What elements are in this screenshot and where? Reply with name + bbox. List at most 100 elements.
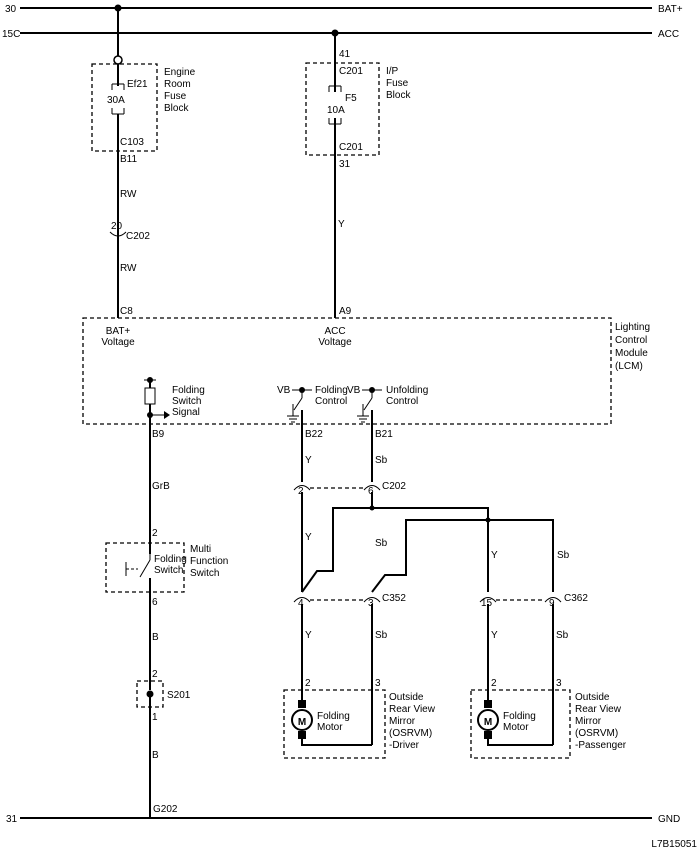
driver-mirror-label-3: Mirror — [389, 716, 416, 727]
driver-mirror-label-2: Rear View — [389, 704, 436, 715]
mirror-passenger: 2 3 M Folding Motor Outside Rear View Mi… — [470, 678, 627, 759]
figure-code: L7B15051 — [651, 839, 697, 850]
driver-motor-label-1: Folding — [317, 711, 350, 722]
lcm-vb-1: VB — [277, 385, 291, 396]
rail-acc-left-label: 15C — [2, 29, 20, 40]
lcm-pin-b22: B22 — [305, 429, 323, 440]
driver-mirror-label-5: -Driver — [389, 740, 420, 751]
connector-c202: Y Sb 2 6 C202 Y Sb — [293, 455, 406, 592]
lcm-acc-label-2: Voltage — [318, 337, 352, 348]
driver-mirror-label-1: Outside — [389, 692, 424, 703]
driver-mirror-box — [283, 689, 386, 759]
lcm-pin-a9: A9 — [339, 306, 352, 317]
fuse-ef21-name: Ef21 — [127, 79, 148, 90]
fuse-symbol-bottom — [111, 108, 125, 115]
wire-color-b-1: B — [152, 632, 159, 643]
rail-acc-right-label: ACC — [658, 29, 679, 40]
mirror-driver: 2 3 M Folding Motor Outside Rear View Mi… — [283, 678, 436, 759]
multi-function-switch-path: GrB 2 Folding Switch Multi Function Swit… — [105, 470, 228, 818]
fuse-f5-pin-in: 41 — [339, 49, 351, 60]
motor-icon — [291, 709, 313, 731]
c362-wire-sb-lower: Sb — [556, 630, 569, 641]
c362-wire-y-upper: Y — [491, 550, 498, 561]
bat-branch: Ef21 30A C103 B11 Engine Room Fuse Block… — [91, 4, 196, 318]
switch-pin-2: 2 — [152, 528, 158, 539]
lcm-folding-control-2: Control — [315, 396, 347, 407]
ip-fuse-block — [305, 62, 380, 156]
driver-motor-letter: M — [298, 717, 306, 728]
signal-arrow-icon — [164, 411, 170, 419]
driver-mirror-label-4: (OSRVM) — [389, 728, 432, 739]
lcm-pin-c8: C8 — [120, 306, 133, 317]
passenger-mirror-label-2: Rear View — [575, 704, 622, 715]
multi-function-switch-label-1: Multi — [190, 544, 211, 555]
passenger-mirror-label-3: Mirror — [575, 716, 602, 727]
lcm-box — [82, 317, 612, 425]
multi-function-switch-box — [105, 542, 185, 593]
passenger-mirror-label-5: -Passenger — [575, 740, 627, 751]
c362-conn-label: C362 — [564, 593, 588, 604]
engine-room-fuse-block-label-4: Block — [164, 103, 189, 114]
driver-motor-label-2: Motor — [317, 722, 343, 733]
fuse-f5-conn-out: C201 — [339, 142, 363, 153]
lcm-title-1: Lighting — [615, 322, 650, 333]
c202-wire-y: Y — [305, 455, 312, 466]
lcm-vb-2: VB — [347, 385, 361, 396]
splice-pin-2: 2 — [152, 669, 158, 680]
c352-wire-sb-upper: Sb — [375, 538, 388, 549]
connector-c352: 4 3 C352 Y Sb — [293, 593, 406, 745]
multi-function-switch-label-2: Function — [190, 556, 228, 567]
c352-conn-label: C352 — [382, 593, 406, 604]
lcm-title-4: (LCM) — [615, 361, 643, 372]
lcm-bat-label-1: BAT+ — [106, 326, 131, 337]
rail-bat-left-label: 30 — [5, 4, 17, 15]
multi-function-switch-label-3: Switch — [190, 568, 219, 579]
lcm-unfolding-control-2: Control — [386, 396, 418, 407]
lcm-title-3: Module — [615, 348, 648, 359]
lcm-folding-switch-signal-1: Folding — [172, 385, 205, 396]
c352-wire-sb-lower: Sb — [375, 630, 388, 641]
lcm-folding-switch-signal-2: Switch — [172, 396, 201, 407]
passenger-motor-label-1: Folding — [503, 711, 536, 722]
splice-s201-label: S201 — [167, 690, 191, 701]
fuse-ef21-rating: 30A — [107, 95, 125, 106]
lcm-title-2: Control — [615, 335, 647, 346]
pullup-resistor — [144, 387, 156, 405]
wire-color-grb: GrB — [152, 481, 170, 492]
passenger-mirror-box — [470, 689, 571, 759]
c202-conn-label: C202 — [382, 481, 406, 492]
c202-pin-2: 2 — [298, 486, 304, 497]
fuse-f5-rating: 10A — [327, 105, 345, 116]
fuse-ef21-connector: C103 — [120, 137, 144, 148]
c202-pin-20: 20 — [111, 221, 123, 232]
lcm-pin-b9: B9 — [152, 429, 165, 440]
connector-c202-symbol — [109, 231, 127, 237]
passenger-mirror-label-1: Outside — [575, 692, 610, 703]
engine-room-fuse-block-label-1: Engine — [164, 67, 196, 78]
engine-room-fuse-block-label-3: Fuse — [164, 91, 187, 102]
driver-motor-pin-3: 3 — [375, 678, 381, 689]
engine-room-fuse-block-label-2: Room — [164, 79, 191, 90]
c352-pin-3: 3 — [368, 598, 374, 609]
switch-pin-6: 6 — [152, 597, 158, 608]
passenger-motor-pin-2: 2 — [491, 678, 497, 689]
c362-pin-9: 9 — [549, 598, 555, 609]
driver-motor-pin-2: 2 — [305, 678, 311, 689]
engine-room-fuse-block — [91, 63, 158, 152]
motor-icon — [477, 709, 499, 731]
rail-bat-right-label: BAT+ — [658, 4, 683, 15]
passenger-motor-pin-3: 3 — [556, 678, 562, 689]
rail-gnd-left-label: 31 — [6, 814, 18, 825]
rail-bat: 30 BAT+ — [5, 4, 683, 15]
c202-pin-6: 6 — [368, 486, 374, 497]
cross-wiring: Y Sb — [301, 505, 570, 593]
splice-pin-1: 1 — [152, 712, 158, 723]
wire-color-y: Y — [338, 219, 345, 230]
fuse-ef21-pin: B11 — [120, 154, 137, 165]
c352-wire-y-upper: Y — [305, 532, 312, 543]
ip-fuse-block-label-1: I/P — [386, 66, 399, 77]
passenger-motor-label-2: Motor — [503, 722, 529, 733]
ground-g202: G202 — [153, 804, 178, 815]
fuse-symbol-top — [111, 83, 125, 90]
